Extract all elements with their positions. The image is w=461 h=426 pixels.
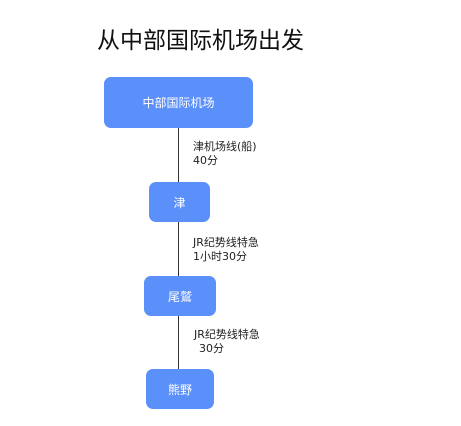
node-owase: 尾鷲 [144,276,216,316]
edge-line-name: 津机场线(船) [193,140,257,153]
edge-line-name: JR纪势线特急 [194,328,260,341]
edge-travel-time: 30分 [199,342,224,355]
connector-tsu-owase [178,222,179,276]
connector-airport-tsu [178,128,179,182]
edge-line-name: JR纪势线特急 [193,236,259,249]
node-tsu: 津 [149,182,210,222]
edge-travel-time: 1小时30分 [193,250,247,263]
edge-travel-time: 40分 [193,154,218,167]
edge-label-tsu-owase: JR纪势线特急 1小时30分 [193,236,259,264]
connector-owase-kumano [178,316,179,369]
diagram-title: 从中部国际机场出发 [97,28,304,54]
edge-label-airport-tsu: 津机场线(船) 40分 [193,140,257,168]
node-chubu-airport: 中部国际机场 [104,77,253,128]
edge-label-owase-kumano: JR纪势线特急 30分 [194,328,260,356]
node-kumano: 熊野 [146,369,214,409]
